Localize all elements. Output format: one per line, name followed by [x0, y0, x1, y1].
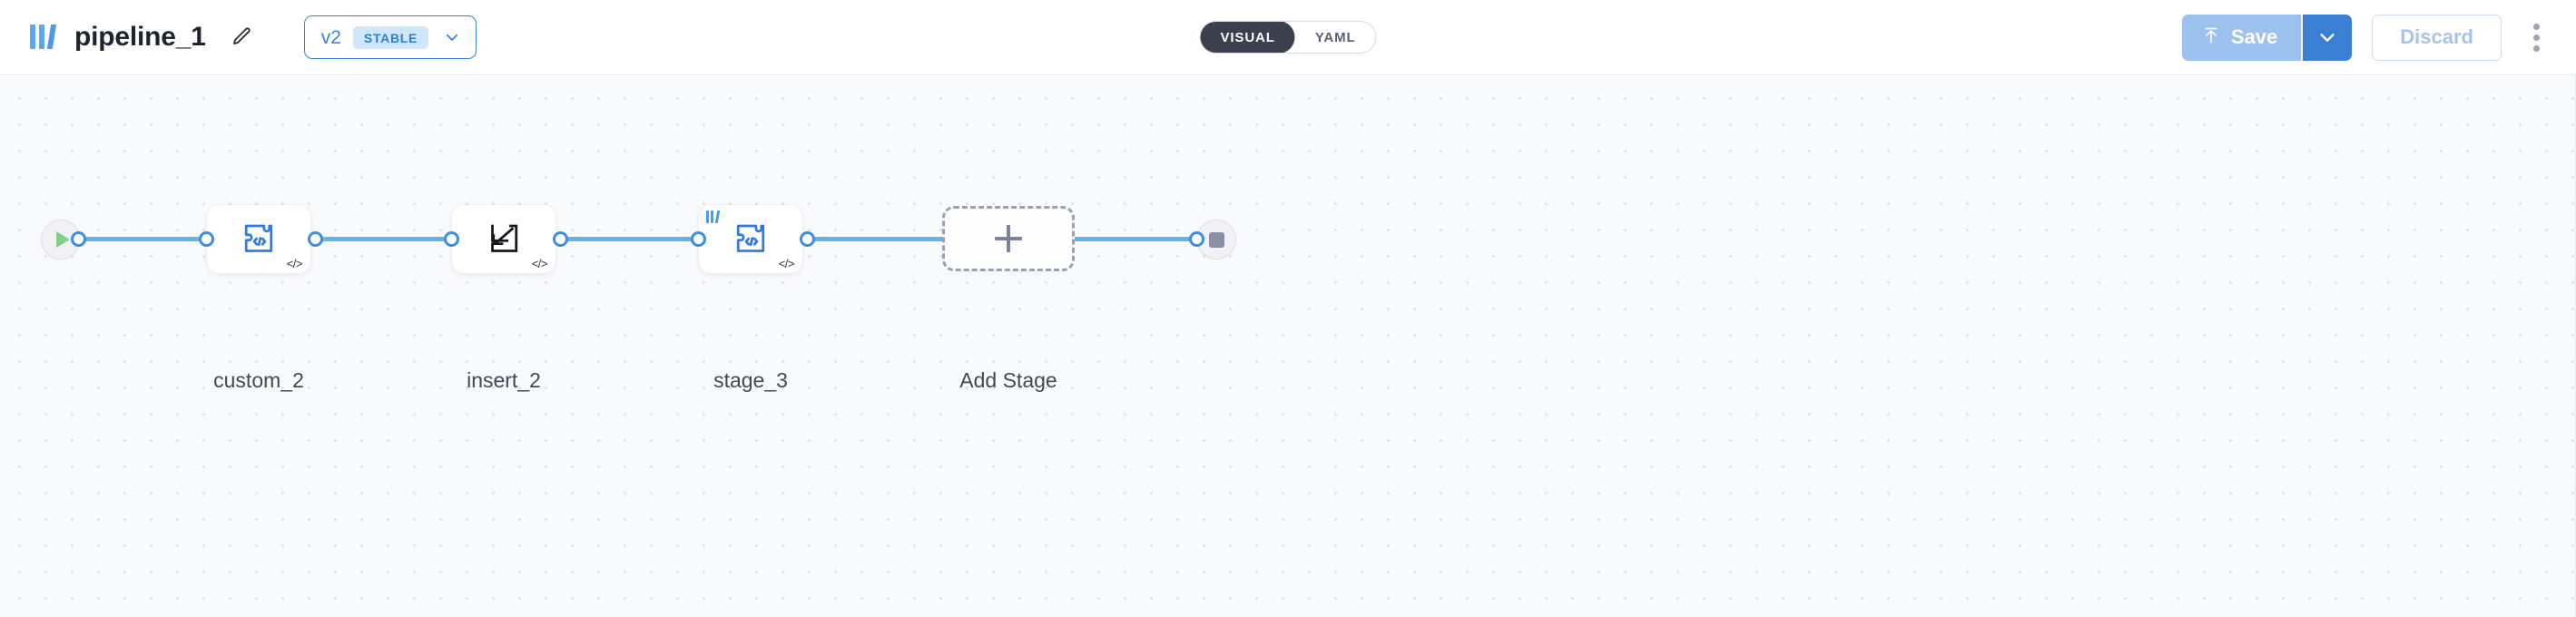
- stage-node-stage_3[interactable]: </>: [699, 205, 802, 273]
- port-insert2-output[interactable]: [553, 231, 568, 247]
- port-start-output[interactable]: [71, 231, 86, 247]
- code-badge: </>: [286, 257, 303, 270]
- save-button[interactable]: Save: [2181, 14, 2302, 61]
- puzzle-code-icon: [732, 219, 770, 257]
- page-title: pipeline_1: [74, 22, 206, 52]
- version-selector[interactable]: v2 STABLE: [303, 15, 477, 59]
- stacked-bars-logo-icon: [705, 210, 722, 223]
- edge-start-to-custom2: [74, 237, 207, 241]
- save-dropdown-button[interactable]: [2301, 14, 2353, 61]
- stage-label-stage_3: stage_3: [713, 368, 788, 392]
- code-badge: </>: [778, 257, 795, 270]
- code-badge: </>: [531, 257, 548, 270]
- port-custom2-input[interactable]: [199, 231, 214, 247]
- stage-label-custom_2: custom_2: [213, 368, 304, 392]
- tab-visual[interactable]: VISUAL: [1200, 22, 1295, 53]
- port-stage3-output[interactable]: [800, 231, 815, 247]
- edge-addstage-to-end: [1065, 237, 1204, 241]
- stage-node-insert_2[interactable]: </>: [452, 205, 556, 273]
- port-custom2-output[interactable]: [308, 231, 323, 247]
- version-label: v2: [320, 26, 341, 48]
- puzzle-code-icon: [240, 219, 278, 257]
- upload-arrow-icon: [2202, 25, 2220, 49]
- save-button-label: Save: [2230, 25, 2278, 48]
- header-left-group: pipeline_1 v2 STABLE: [27, 15, 477, 59]
- insert-arrow-icon: [486, 220, 522, 256]
- stage-node-custom_2[interactable]: </>: [207, 205, 310, 273]
- app-header: pipeline_1 v2 STABLE VISUAL YAML: [0, 0, 2576, 75]
- stage-label-insert_2: insert_2: [467, 368, 541, 392]
- version-status-badge: STABLE: [352, 25, 429, 49]
- stop-icon: [1208, 231, 1224, 248]
- header-actions-group: Save Discard: [2181, 14, 2554, 61]
- add-stage-label: Add Stage: [959, 368, 1057, 392]
- plus-icon-vertical: [1007, 225, 1010, 252]
- view-mode-toggle[interactable]: VISUAL YAML: [1199, 21, 1377, 54]
- pencil-icon[interactable]: [221, 16, 262, 58]
- stacked-bars-logo-icon: [27, 22, 62, 53]
- port-stage3-input[interactable]: [691, 231, 706, 247]
- edge-custom2-to-insert2: [316, 237, 452, 241]
- tab-yaml[interactable]: YAML: [1314, 29, 1356, 45]
- edge-stage3-to-addstage: [808, 237, 945, 241]
- port-end-input[interactable]: [1189, 231, 1204, 247]
- pipeline-canvas[interactable]: </> custom_2 </> insert_2: [0, 75, 2576, 617]
- play-icon: [55, 231, 70, 248]
- discard-button[interactable]: Discard: [2372, 14, 2502, 61]
- save-button-group: Save: [2181, 14, 2353, 61]
- kebab-menu-icon[interactable]: [2518, 16, 2554, 58]
- edge-insert2-to-stage3: [561, 237, 699, 241]
- port-insert2-input[interactable]: [444, 231, 459, 247]
- chevron-down-icon: [440, 25, 464, 49]
- add-stage-button[interactable]: [942, 206, 1075, 271]
